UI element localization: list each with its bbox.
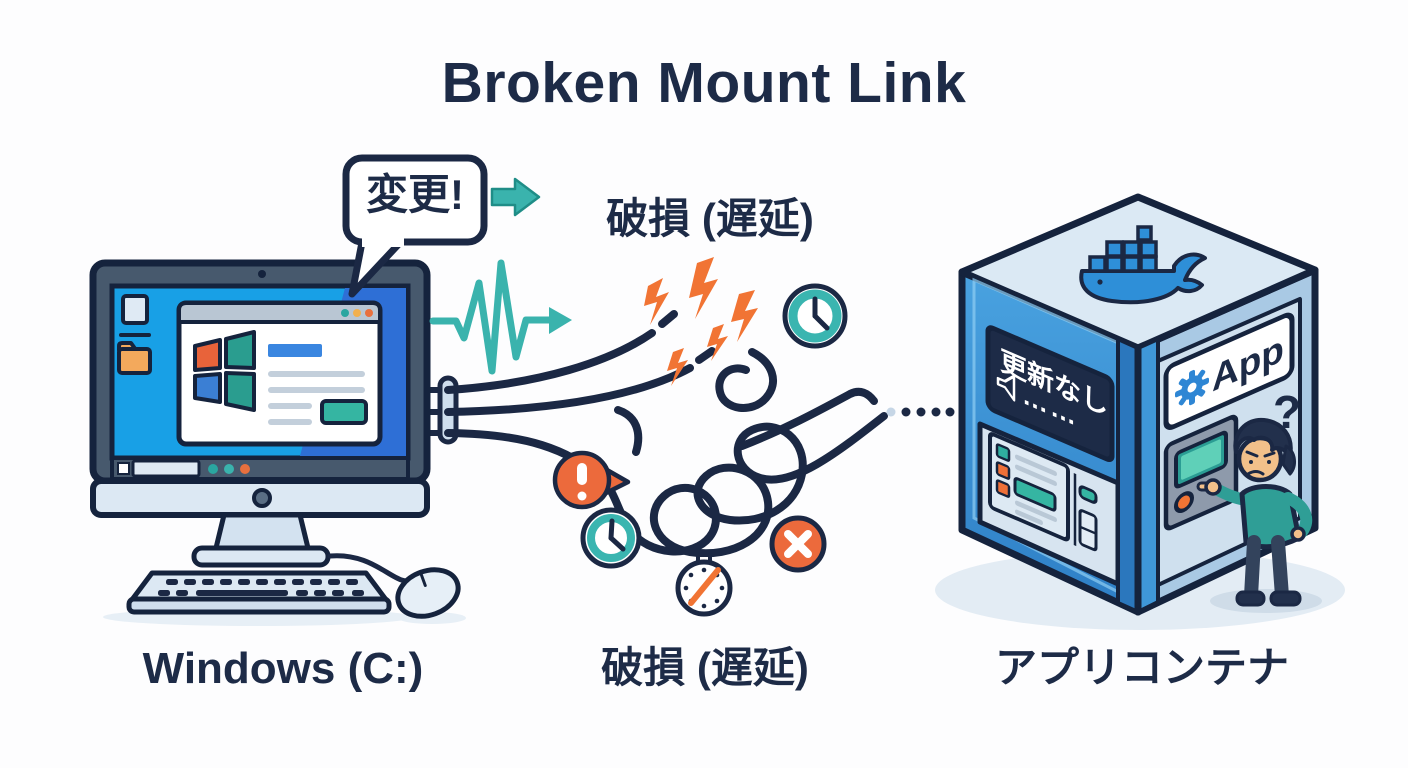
text-line (268, 419, 312, 425)
error-x-icon (769, 515, 827, 573)
ok-button[interactable] (320, 399, 368, 425)
taskbar-dot[interactable] (240, 464, 250, 474)
right-control-panel (1163, 414, 1239, 531)
speech-bubble-text: 変更! (366, 171, 464, 218)
shoe (1269, 590, 1302, 607)
lightning-icon (644, 257, 758, 386)
left-control-panel (988, 432, 1098, 552)
window-header-bar (268, 344, 322, 357)
monitor-stand (213, 512, 311, 551)
leg (1271, 535, 1289, 603)
clock-icon (580, 507, 642, 569)
break-label-bottom: 破損 (遅延) (601, 644, 809, 691)
confused-person (1196, 417, 1313, 607)
frown-mouth (1246, 470, 1265, 476)
shoe (1235, 590, 1266, 607)
taskbar-dot[interactable] (224, 464, 234, 474)
break-label-top: 破損 (遅延) (606, 195, 814, 242)
question-mark-icon: ? (1273, 386, 1301, 438)
explorer-window[interactable] (176, 300, 383, 447)
text-line (268, 403, 312, 409)
gear-icon (1175, 369, 1209, 406)
person-shadow (1210, 589, 1322, 613)
stopwatch-icon (675, 553, 733, 617)
dotted-link (886, 407, 955, 417)
window-titlebar[interactable] (177, 301, 382, 324)
app-container-box: 更新なし …… (935, 193, 1345, 630)
eyebrows (1245, 450, 1276, 458)
leg (1244, 535, 1261, 603)
window-dot-orange[interactable] (365, 309, 373, 317)
container-label: アプリコンテナ (994, 644, 1289, 691)
webcam-dot (258, 270, 266, 278)
docker-whale-icon (1079, 225, 1207, 305)
desktop-icons (117, 294, 152, 375)
text-line (268, 387, 365, 393)
pulse-arrow-icon (429, 259, 572, 375)
search-field[interactable] (131, 459, 201, 478)
windows-computer (89, 259, 466, 626)
hand (1204, 478, 1222, 496)
broken-cable-tangle (444, 310, 888, 558)
taskbar[interactable] (110, 456, 410, 481)
folder-icon[interactable] (117, 341, 152, 375)
window-dot-yellow[interactable] (353, 309, 361, 317)
clock-icon (782, 283, 848, 349)
mouse-icon[interactable] (391, 562, 464, 625)
page-title: Broken Mount Link (441, 51, 967, 115)
monitor-base (191, 545, 331, 568)
speaker-mute-icon (996, 374, 1016, 402)
keyboard-icon[interactable] (126, 570, 392, 615)
text-line (268, 371, 365, 377)
alert-icon (552, 450, 631, 510)
hair (1233, 417, 1293, 458)
windows-logo-icon (193, 330, 256, 412)
windows-label: Windows (C:) (142, 644, 424, 693)
file-icon[interactable] (121, 294, 149, 325)
start-button[interactable] (117, 462, 130, 475)
power-button[interactable] (252, 488, 272, 508)
window-dot-teal[interactable] (341, 309, 349, 317)
speech-bubble-icon (342, 154, 488, 298)
keyboard-keys (158, 579, 364, 596)
taskbar-dot[interactable] (208, 464, 218, 474)
block-arrow-icon (490, 177, 541, 217)
